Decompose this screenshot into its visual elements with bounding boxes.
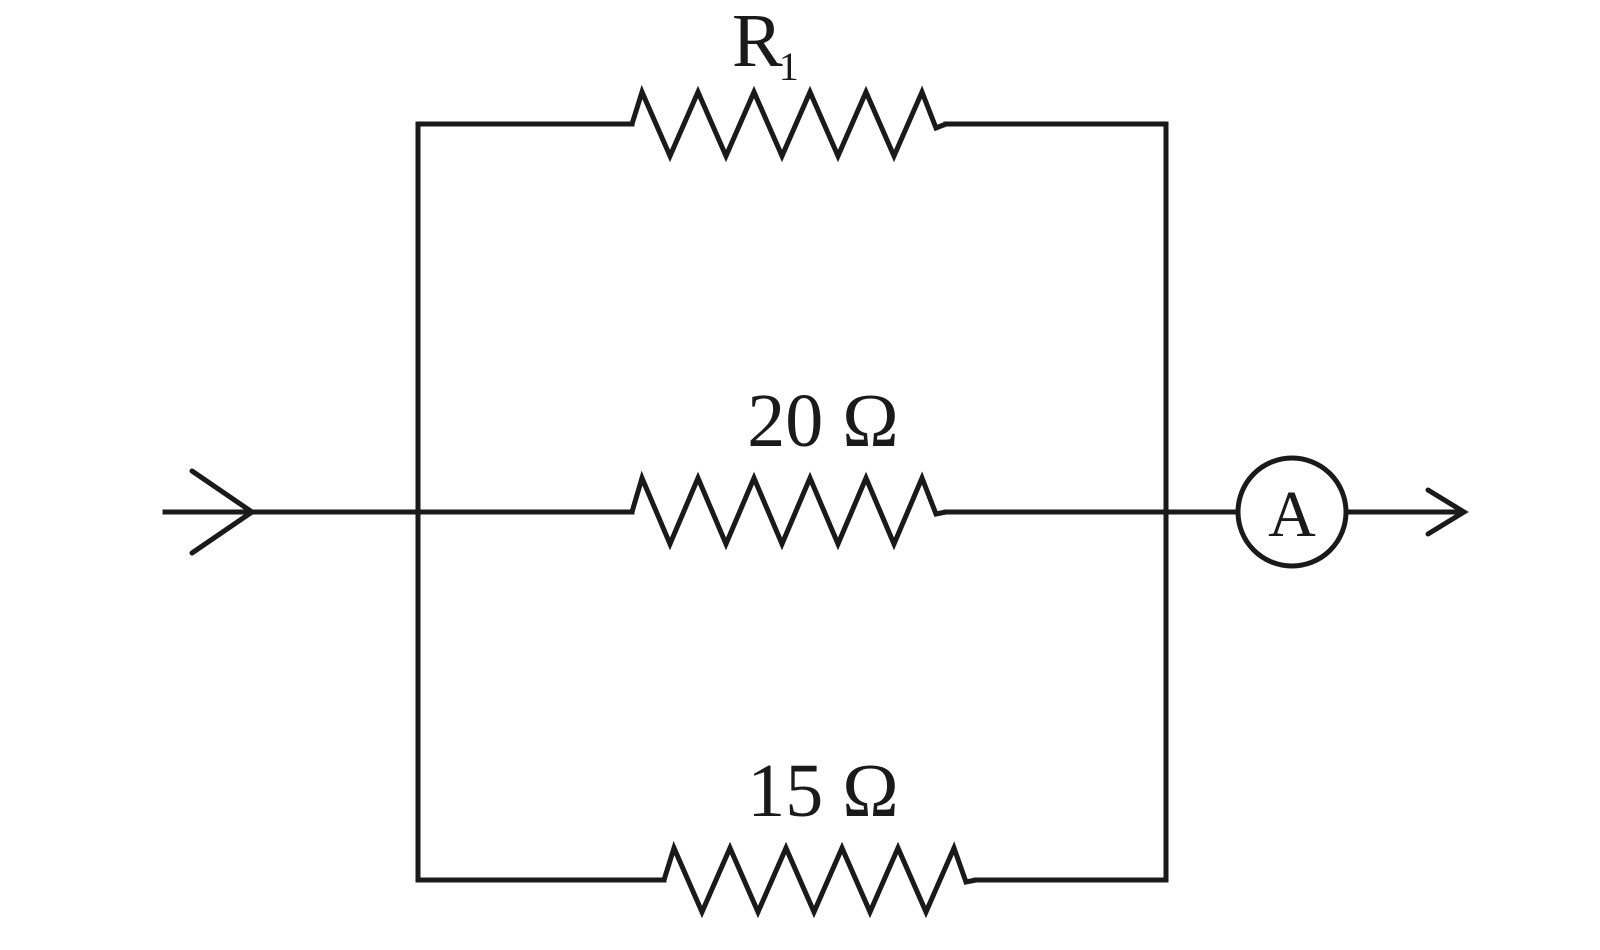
- resistor-r1: [629, 84, 947, 163]
- output-lead: A: [1163, 455, 1469, 569]
- ammeter-label: A: [1268, 478, 1316, 551]
- output-arrow-icon: [1425, 487, 1469, 537]
- input-arrow-icon: [189, 468, 257, 556]
- resistor-15-ohm: [661, 840, 977, 919]
- resistor-15-ohm-label: 15 Ω: [747, 749, 898, 833]
- branch-top: R1: [415, 0, 1169, 163]
- branch-middle: 20 Ω: [415, 379, 1169, 551]
- branch-bottom: 15 Ω: [415, 749, 1169, 919]
- resistor-20-ohm-label: 20 Ω: [747, 379, 898, 463]
- input-lead: [162, 468, 421, 556]
- r1-label: R1: [732, 0, 799, 89]
- resistor-20-ohm: [629, 470, 947, 551]
